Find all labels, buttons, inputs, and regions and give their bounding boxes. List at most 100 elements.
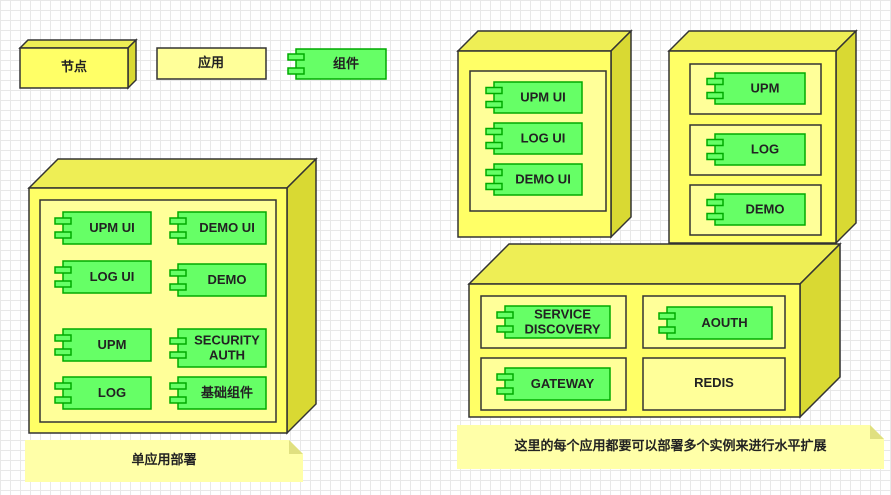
svc-comp-demo-tab-upper (706, 198, 724, 207)
comp-security-auth-body (177, 328, 267, 368)
comp-base-label: 基础组件 (200, 385, 253, 400)
infra-comp-aouth-tab-lower (658, 326, 676, 334)
legend-component-label: 组件 (333, 56, 359, 71)
legend-component-tab-lower (287, 67, 305, 75)
comp-base-body (177, 376, 267, 410)
comp-upm: UPM (54, 328, 152, 362)
infra-comp-gateway: GATEWAY (496, 367, 611, 401)
comp-log: LOG (54, 376, 152, 410)
comp-base-tab-lower (169, 396, 187, 404)
comp-demo-ui: DEMO UI (169, 211, 267, 245)
ui-comp-demo-ui-body (493, 163, 583, 196)
comp-upm-ui-tab-upper (54, 217, 72, 225)
comp-log-ui-body (62, 260, 152, 294)
svc-comp-log-tab-upper (706, 138, 724, 147)
svc-comp-log: LOG (706, 133, 806, 166)
comp-base-tab-upper (169, 382, 187, 390)
comp-upm-body (62, 328, 152, 362)
ui-comp-demo-ui-label: DEMO UI (515, 172, 571, 187)
scaling-note-fold (870, 425, 884, 439)
comp-log-ui: LOG UI (54, 260, 152, 294)
comp-log-body (62, 376, 152, 410)
comp-demo: DEMO (169, 263, 267, 297)
infra-comp-gateway-tab-lower (496, 387, 514, 395)
svc-comp-log-tab-lower (706, 152, 724, 161)
legend-node: 节点 (18, 38, 138, 90)
svc-comp-upm: UPM (706, 72, 806, 105)
comp-upm-ui: UPM UI (54, 211, 152, 245)
single-caption: 单应用部署 (25, 440, 303, 482)
comp-upm-ui-tab-lower (54, 231, 72, 239)
svc-comp-upm-tab-upper (706, 77, 724, 86)
infra-redis-label: REDIS (694, 375, 734, 390)
infra-comp-aouth-tab-upper (658, 312, 676, 320)
comp-upm-tab-lower (54, 348, 72, 356)
infra-comp-gateway-tab-upper (496, 373, 514, 381)
svc-comp-log-body (714, 133, 806, 166)
comp-demo-tab-upper (169, 269, 187, 277)
svc-comp-log-label: LOG (751, 142, 779, 157)
legend-component-body (295, 48, 387, 80)
infra-comp-aouth: AOUTH (658, 306, 773, 340)
scaling-note-text: 这里的每个应用都要可以部署多个实例来进行水平扩展 (514, 438, 827, 453)
comp-log-tab-lower (54, 396, 72, 404)
comp-demo-ui-label: DEMO UI (199, 220, 255, 235)
comp-log-ui-tab-upper (54, 266, 72, 274)
svc-comp-upm-label: UPM (751, 81, 780, 96)
infra-comp-aouth-label: AOUTH (701, 315, 747, 330)
comp-upm-tab-upper (54, 334, 72, 342)
service-node-side (835, 29, 857, 245)
infra-comp-sd-tab-lower (496, 325, 514, 333)
svc-comp-upm-body (714, 72, 806, 105)
ui-node-top (456, 30, 633, 52)
scaling-note-paper (457, 425, 884, 469)
infra-comp-aouth-body (666, 306, 773, 340)
service-node-top (667, 30, 858, 52)
comp-log-ui-label: LOG UI (90, 269, 135, 284)
ui-comp-upm-ui-label: UPM UI (520, 90, 566, 105)
ui-comp-demo-ui-tab-lower (485, 182, 503, 191)
legend: 节点应用组件 (18, 38, 387, 90)
comp-demo-body (177, 263, 267, 297)
comp-security-auth-tab-upper (169, 337, 187, 345)
legend-node-label: 节点 (61, 59, 87, 74)
infra-comp-sd-body (504, 305, 611, 339)
comp-log-label: LOG (98, 385, 126, 400)
comp-demo-ui-body (177, 211, 267, 245)
scaling-note: 这里的每个应用都要可以部署多个实例来进行水平扩展 (457, 425, 884, 469)
ui-comp-log-ui-tab-lower (485, 141, 503, 150)
service-node: UPM LOG DEMO (667, 29, 858, 245)
svc-comp-demo-label: DEMO (746, 202, 785, 217)
infra-node-top (467, 243, 842, 285)
ui-comp-log-ui-label: LOG UI (521, 131, 566, 146)
comp-upm-ui-label: UPM UI (89, 220, 135, 235)
comp-security-auth-tab-lower (169, 351, 187, 359)
single-caption-text: 单应用部署 (131, 452, 196, 467)
ui-comp-upm-ui: UPM UI (485, 81, 583, 114)
single-node-side (286, 157, 317, 435)
single-caption-paper (25, 440, 303, 482)
svc-comp-upm-tab-lower (706, 91, 724, 100)
infra-comp-gateway-label: GATEWAY (531, 376, 595, 391)
comp-demo-tab-lower (169, 283, 187, 291)
legend-component-tab-upper (287, 53, 305, 61)
ui-comp-upm-ui-body (493, 81, 583, 114)
single-caption-fold (289, 440, 303, 454)
ui-comp-log-ui-tab-upper (485, 127, 503, 136)
comp-demo-label: DEMO (208, 272, 247, 287)
ui-comp-demo-ui-tab-upper (485, 168, 503, 177)
single-node-top (27, 158, 318, 189)
ui-comp-log-ui-body (493, 122, 583, 155)
ui-node-side (610, 29, 632, 239)
ui-comp-log-ui: LOG UI (485, 122, 583, 155)
ui-comp-upm-ui-tab-upper (485, 86, 503, 95)
infra-comp-gateway-body (504, 367, 611, 401)
svc-comp-demo: DEMO (706, 193, 806, 226)
